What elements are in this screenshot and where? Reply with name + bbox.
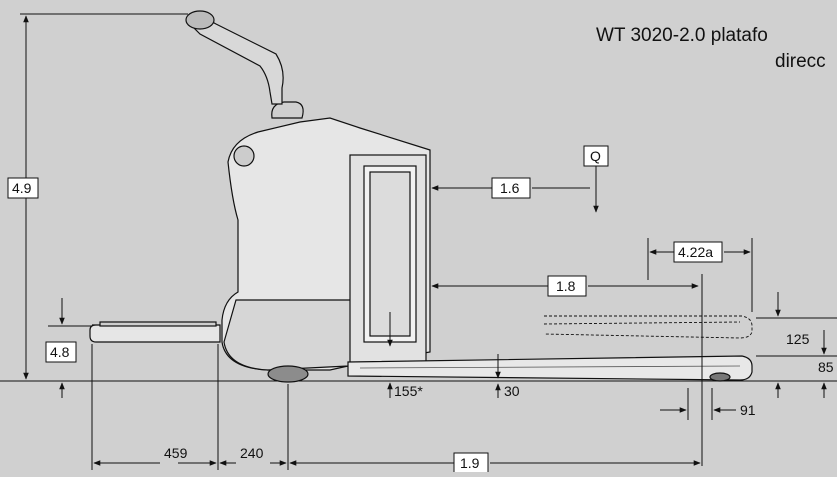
dim-4-22a-value: 4.22a xyxy=(678,244,713,260)
load-q-value: Q xyxy=(590,148,601,164)
dim-155-value: 155* xyxy=(394,383,423,399)
label-1-9: 1.9 xyxy=(453,452,489,474)
title-line-2: direcc xyxy=(775,51,826,72)
dim-459-value: 459 xyxy=(164,445,188,461)
fork xyxy=(347,355,753,381)
dim-125-value: 125 xyxy=(786,331,810,347)
title-line-1: WT 3020-2.0 platafo xyxy=(596,25,768,46)
battery-window-inner xyxy=(369,171,411,337)
platform-top xyxy=(99,321,217,327)
dim-91-value: 91 xyxy=(740,402,756,418)
label-q: Q xyxy=(583,145,609,167)
overall-height-value: 4.9 xyxy=(12,180,32,196)
side-handle xyxy=(233,145,255,167)
dim-85-value: 85 xyxy=(818,359,834,375)
operator-platform xyxy=(89,324,221,343)
label-1-6: 1.6 xyxy=(491,177,531,199)
dim-1-6-value: 1.6 xyxy=(500,180,520,196)
label-1-8: 1.8 xyxy=(547,275,587,297)
dim-1-9-value: 1.9 xyxy=(460,455,480,471)
raised-fork-outline xyxy=(543,315,753,339)
dim-1-8-value: 1.8 xyxy=(556,278,576,294)
label-4-9: 4.9 xyxy=(7,177,39,199)
load-wheel xyxy=(709,372,731,382)
fork-height-value: 4.8 xyxy=(50,344,70,360)
label-4-8: 4.8 xyxy=(45,341,77,363)
tiller-column xyxy=(271,101,304,119)
label-4-22a: 4.22a xyxy=(673,241,723,263)
fork-line xyxy=(359,365,741,369)
dimension-lines xyxy=(20,13,837,470)
dim-30-value: 30 xyxy=(504,383,520,399)
tiller-grip xyxy=(185,10,215,30)
pallet-truck-drawing xyxy=(89,10,753,383)
dim-240-value: 240 xyxy=(240,445,264,461)
drive-wheel xyxy=(267,365,309,383)
